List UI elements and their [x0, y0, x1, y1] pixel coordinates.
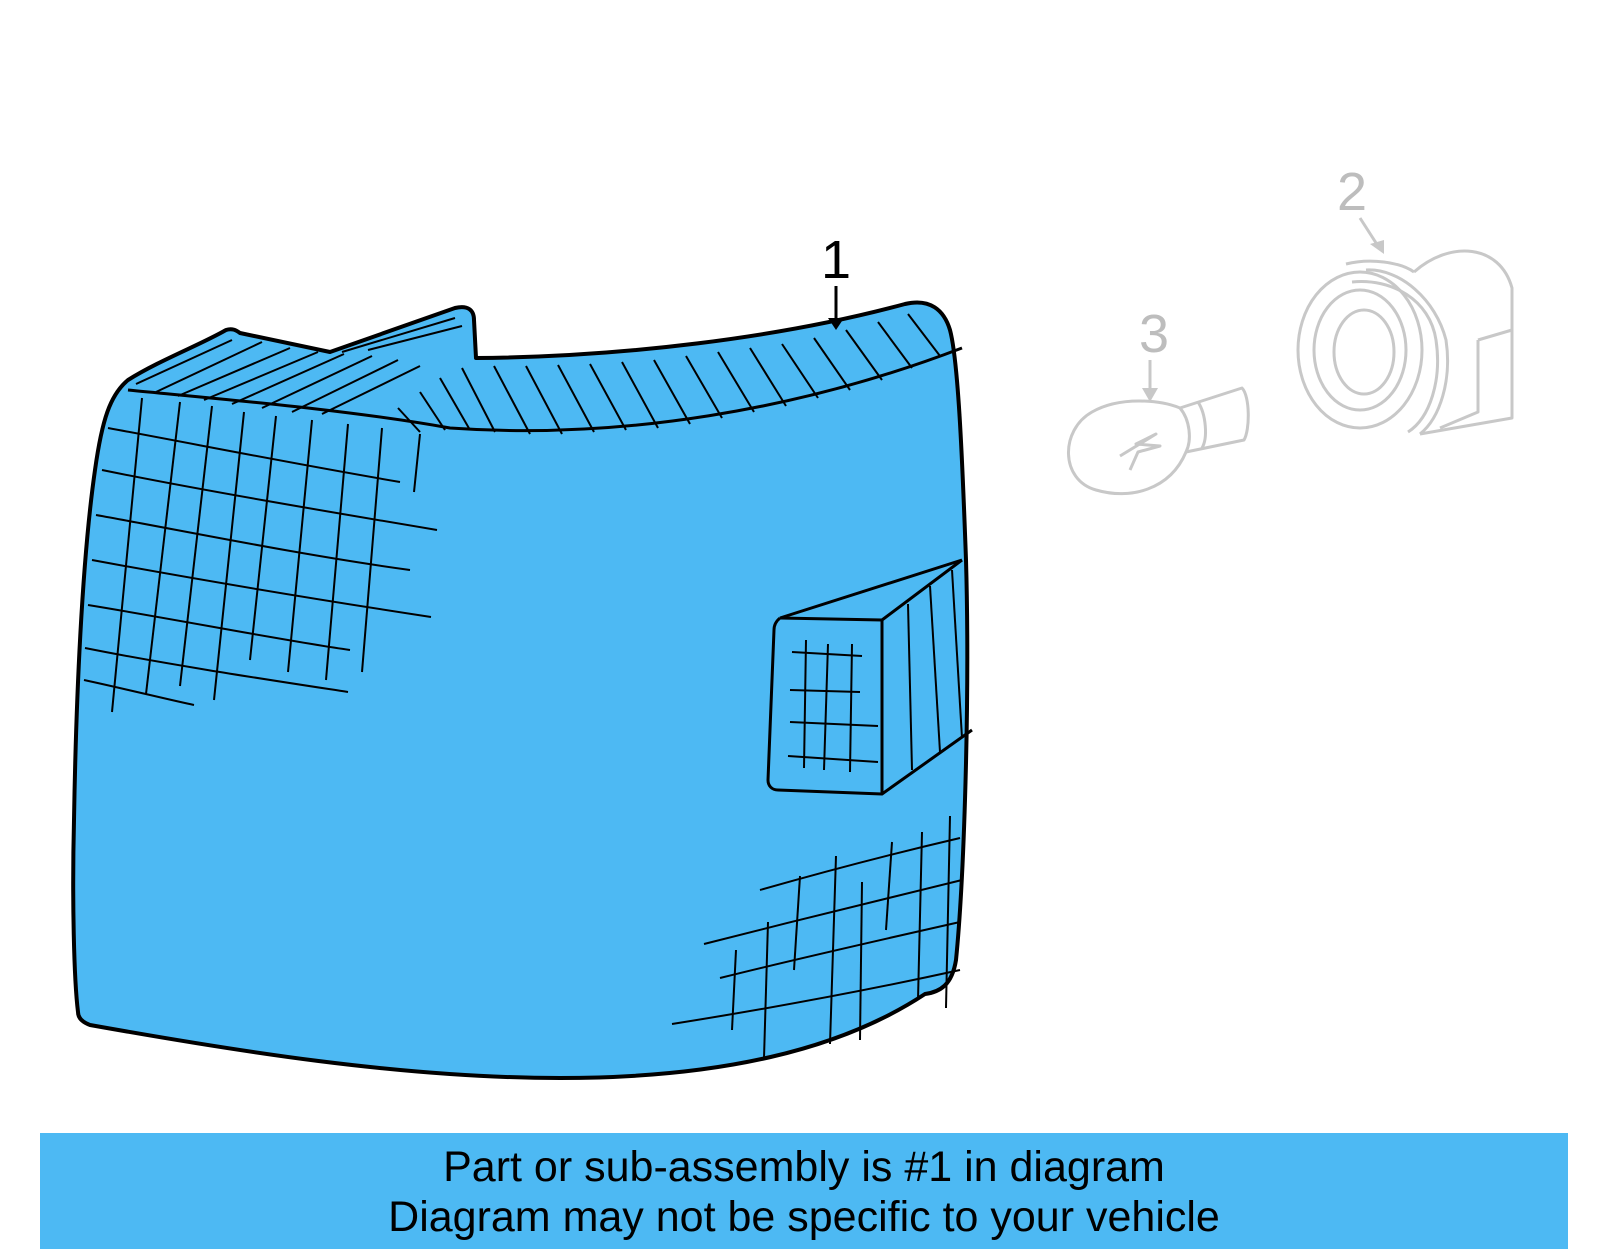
caption-banner: Part or sub-assembly is #1 in diagram Di… [40, 1133, 1568, 1249]
part-2-bulb-socket[interactable] [1296, 249, 1514, 436]
parts-diagram: 1 2 3 [71, 162, 1514, 1080]
caption-line-2: Diagram may not be specific to your vehi… [388, 1193, 1220, 1241]
side-reflector [766, 558, 973, 796]
top-band-hatching [135, 313, 941, 435]
lamp-lens-body [71, 300, 970, 1080]
left-grid-pattern [83, 397, 438, 713]
callout-2-label: 2 [1337, 162, 1367, 222]
callout-3: 3 [1139, 304, 1169, 402]
callout-3-label: 3 [1139, 304, 1169, 364]
caption-line-1: Part or sub-assembly is #1 in diagram [443, 1143, 1165, 1191]
callout-1: 1 [821, 230, 851, 330]
part-3-bulb[interactable] [1067, 386, 1250, 496]
callout-2: 2 [1337, 162, 1384, 254]
lower-right-grid-pattern [671, 815, 963, 1059]
part-1-lamp-lens[interactable] [71, 300, 973, 1080]
callout-1-label: 1 [821, 230, 851, 290]
